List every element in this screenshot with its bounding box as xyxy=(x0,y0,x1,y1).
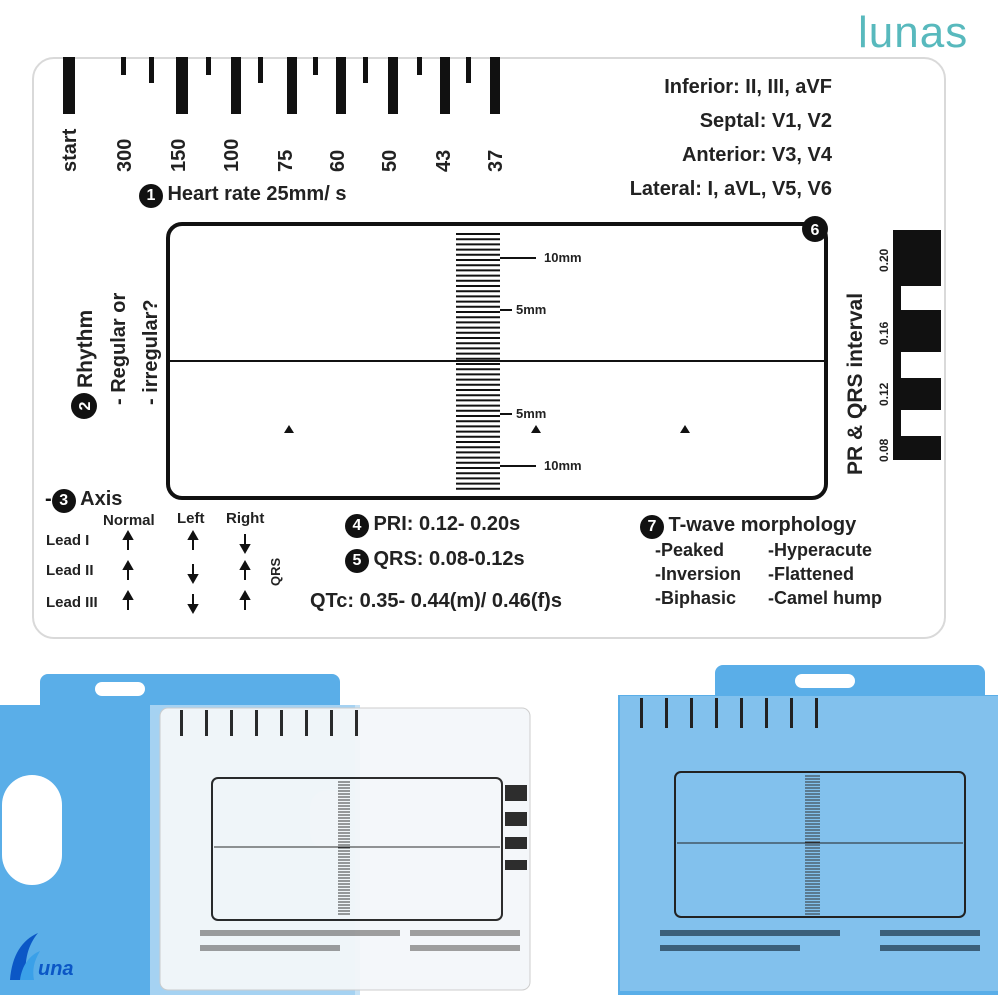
qrs-heading: 5 QRS: 0.08-0.12s xyxy=(345,548,525,573)
watermark-text: lunas xyxy=(858,8,969,57)
qtc-label: QTc: 0.35- 0.44(m)/ 0.46(f)s xyxy=(310,590,562,612)
interval-tick-020: 0.20 xyxy=(877,248,891,272)
rhythm-box xyxy=(166,222,828,500)
axis-qrs-label: QRS xyxy=(268,558,283,587)
lead-anterior: Anterior: V3, V4 xyxy=(681,144,832,166)
ecg-card-left xyxy=(159,707,531,991)
ruler-label-start: start xyxy=(59,128,81,172)
ruler-label-37: 37 xyxy=(485,150,507,172)
ruler-label-75: 75 xyxy=(275,150,297,172)
section-5-badge: 5 xyxy=(345,548,369,573)
ruler-label-150: 150 xyxy=(168,139,190,172)
heart-rate-label: Heart rate 25mm/ s xyxy=(167,183,347,205)
twave-item: -Inversion xyxy=(655,564,742,584)
twave-item: -Hyperacute xyxy=(768,540,873,560)
twave-list-left: -Peaked -Inversion -Biphasic xyxy=(655,540,741,612)
ruler-label-50: 50 xyxy=(379,150,401,172)
marker-triangle xyxy=(284,425,294,433)
axis-col-normal: Normal xyxy=(103,512,155,529)
axis-row-lead-1: Lead I xyxy=(46,532,90,549)
section-1-badge: 1 xyxy=(139,183,163,208)
section-7-badge: 7 xyxy=(640,514,664,539)
twave-item: -Peaked xyxy=(655,540,725,560)
axis-col-right: Right xyxy=(226,510,265,527)
ruler-label-300: 300 xyxy=(114,139,136,172)
marker-triangle xyxy=(531,425,541,433)
twave-title: T-wave morphology xyxy=(668,514,857,536)
lead-lateral: Lateral: I, aVL, V5, V6 xyxy=(629,178,832,200)
twave-item: -Flattened xyxy=(768,564,855,584)
rhythm-line-2: - irregular? xyxy=(140,299,162,405)
rhythm-line-1: - Regular or xyxy=(108,293,130,405)
section-4-badge: 4 xyxy=(345,513,369,538)
scale-label-5mm-top: 5mm xyxy=(516,302,546,317)
pri-label: PRI: 0.12- 0.20s xyxy=(373,513,521,535)
axis-col-left: Left xyxy=(177,510,205,527)
lead-septal: Septal: V1, V2 xyxy=(699,110,832,132)
marker-triangle xyxy=(680,425,690,433)
interval-tick-016: 0.16 xyxy=(877,321,891,345)
scale-label-10mm-top: 10mm xyxy=(544,250,582,265)
twave-item: -Biphasic xyxy=(655,588,737,608)
rhythm-title: Rhythm xyxy=(74,310,97,388)
section-2-badge: 2 xyxy=(77,401,94,410)
ruler-label-60: 60 xyxy=(327,150,349,172)
section-3-badge: 3 xyxy=(51,488,76,513)
section-6-badge xyxy=(802,216,828,242)
mm-scale xyxy=(456,233,500,490)
badge-holder-photos xyxy=(0,665,998,995)
scale-label-5mm-bottom: 5mm xyxy=(516,406,546,421)
axis-arrows: QRS xyxy=(122,529,283,615)
badge-holder-right xyxy=(618,665,998,995)
qrs-label: QRS: 0.08-0.12s xyxy=(373,548,525,570)
axis-title: Axis xyxy=(80,488,123,510)
brand-logo-icon xyxy=(10,933,40,980)
lead-inferior: Inferior: II, III, aVF xyxy=(664,76,832,98)
scale-label-10mm-bottom: 10mm xyxy=(544,458,582,473)
heart-rate-heading: 1 Heart rate 25mm/ s xyxy=(139,183,346,208)
ruler-label-43: 43 xyxy=(433,150,455,172)
twave-heading: 7 T-wave morphology xyxy=(640,514,856,539)
pri-heading: 4 PRI: 0.12- 0.20s xyxy=(345,513,520,538)
lead-groups: Inferior: II, III, aVF Septal: V1, V2 An… xyxy=(562,70,832,206)
twave-item: -Camel hump xyxy=(768,588,883,608)
axis-row-lead-2: Lead II xyxy=(46,562,94,579)
interval-tick-012: 0.12 xyxy=(877,382,891,406)
axis-heading: -3 Axis xyxy=(45,488,122,513)
svg-text:6: 6 xyxy=(811,222,820,239)
pr-qrs-interval-label: PR & QRS interval xyxy=(844,293,867,475)
ruler-label-100: 100 xyxy=(221,139,243,172)
twave-list-right: -Hyperacute -Flattened -Camel hump xyxy=(768,540,882,612)
brand-logo-text: una xyxy=(38,958,74,980)
heart-rate-ruler: start 300 150 100 75 60 50 43 37 10mm 5m… xyxy=(59,57,941,500)
interval-tick-008: 0.08 xyxy=(877,438,891,462)
axis-row-lead-3: Lead III xyxy=(46,594,98,611)
